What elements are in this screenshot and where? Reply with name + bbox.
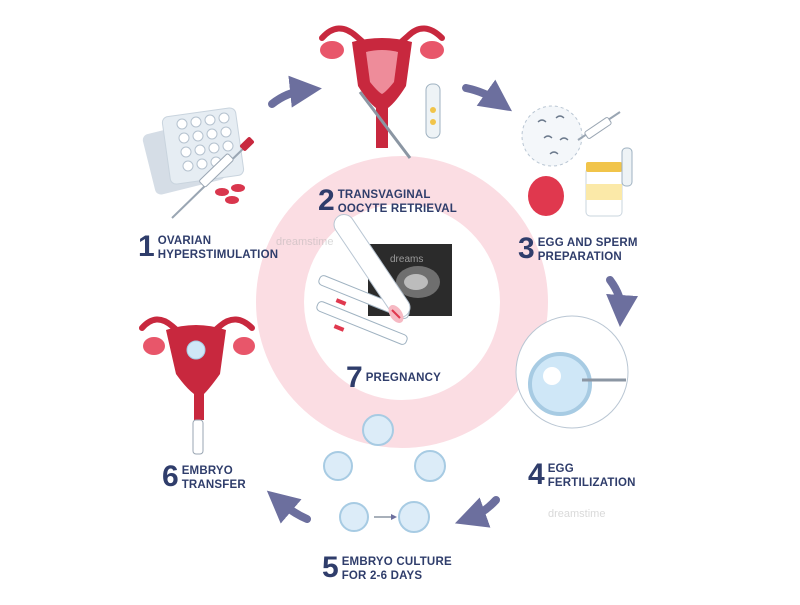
cycle-arrow-icon xyxy=(279,501,307,519)
step-number: 4 xyxy=(528,460,544,490)
uterus-icon xyxy=(320,28,444,158)
cycle-arrow-icon xyxy=(610,280,621,311)
cycle-arrow-icon xyxy=(466,88,499,102)
step-title-line: EGG xyxy=(548,462,636,476)
cycle-arrow-icon xyxy=(272,90,306,104)
step-title-line: TRANSFER xyxy=(182,478,246,492)
watermark: dreamstime xyxy=(548,508,605,520)
step-title-line: PREGNANCY xyxy=(366,371,441,385)
step-7-label: 7 PREGNANCY xyxy=(346,363,441,393)
step-number: 2 xyxy=(318,186,334,216)
step-number: 5 xyxy=(322,553,338,583)
step-number: 6 xyxy=(162,462,178,492)
step-title-line: FOR 2-6 DAYS xyxy=(342,569,452,583)
step-title-line: PREPARATION xyxy=(538,250,638,264)
ultrasound-caption: dreams xyxy=(390,254,423,265)
step-number: 1 xyxy=(138,232,154,262)
step-title-line: EMBRYO CULTURE xyxy=(342,555,452,569)
cycle-arrow-icon xyxy=(470,500,496,518)
step-number: 3 xyxy=(518,234,534,264)
step-title-line: OVARIAN xyxy=(158,234,279,248)
syringe-icon xyxy=(578,112,620,140)
step-title-line: TRANSVAGINAL xyxy=(338,188,457,202)
step-title-line: EMBRYO xyxy=(182,464,246,478)
watermark: dreamstime xyxy=(276,236,333,248)
step-title-line: OOCYTE RETRIEVAL xyxy=(338,202,457,216)
egg-cell-icon xyxy=(516,316,628,428)
step-number: 7 xyxy=(346,363,362,393)
step-title-line: FERTILIZATION xyxy=(548,476,636,490)
step-title-line: EGG AND SPERM xyxy=(538,236,638,250)
sperm-dish-icon xyxy=(522,106,582,166)
uterus-icon xyxy=(142,319,255,454)
step-title-line: HYPERSTIMULATION xyxy=(158,248,279,262)
